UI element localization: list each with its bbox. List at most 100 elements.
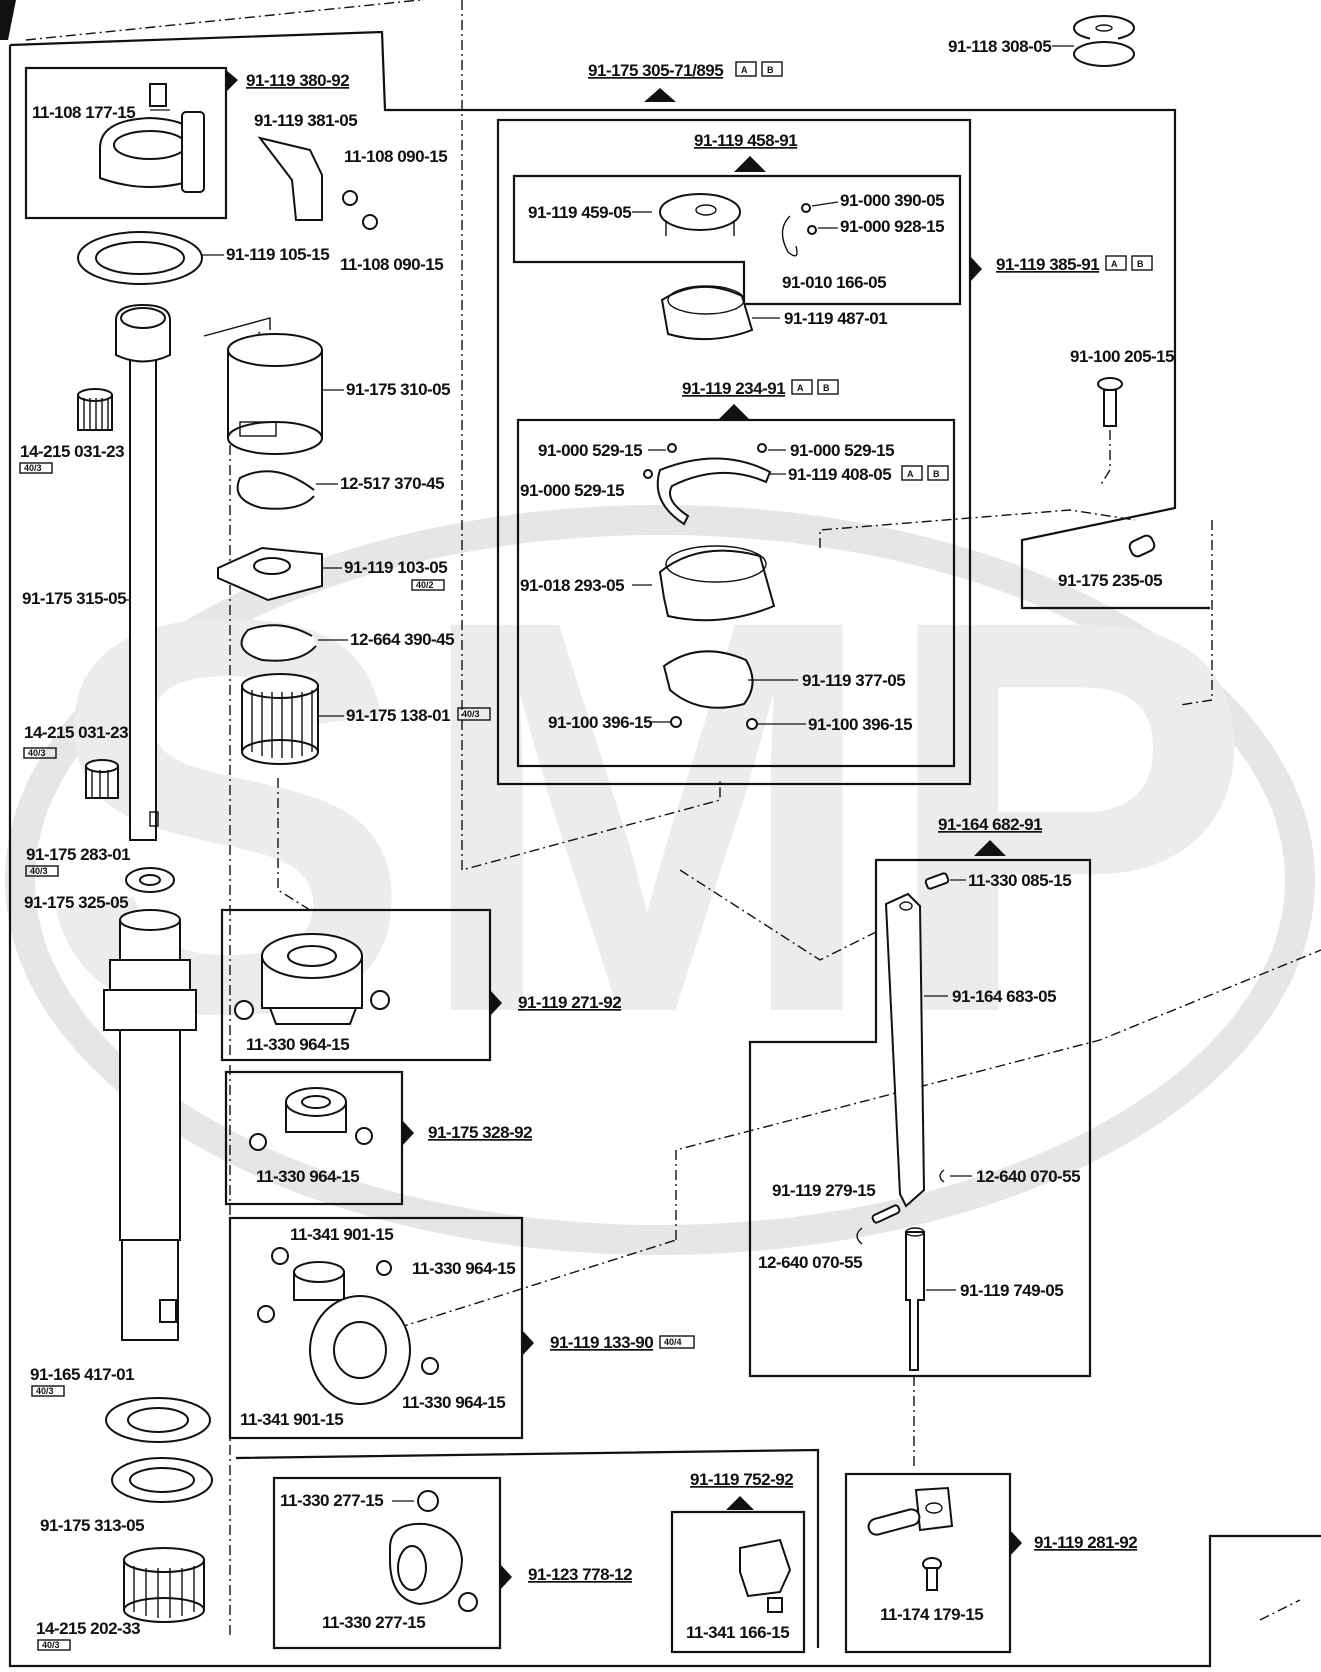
label-set-234-91: 91-119 234-91 — [682, 379, 785, 398]
tag-202-33: 40/3 — [42, 1640, 60, 1650]
label-11-341-901-15-a: 11-341 901-15 — [290, 1225, 393, 1244]
label-91-119-279-15: 91-119 279-15 — [772, 1181, 875, 1200]
label-set-281-92: 91-119 281-92 — [1034, 1533, 1137, 1552]
label-14-215-031-23-b: 14-215 031-23 — [24, 723, 128, 742]
label-91-000-529-15-c: 91-000 529-15 — [520, 481, 624, 500]
corner-mark — [0, 0, 16, 40]
label-11-330-277-15-a: 11-330 277-15 — [280, 1491, 383, 1510]
label-14-215-202-33: 14-215 202-33 — [36, 1619, 140, 1638]
tag-031-23-a: 40/3 — [24, 463, 42, 473]
part-91-175-315-05: 91-175 315-05 — [22, 303, 171, 841]
label-14-215-031-23-a: 14-215 031-23 — [20, 442, 124, 461]
part-91-119-105-15: 91-119 105-15 — [77, 231, 330, 285]
part-91-175-310-05: 91-175 310-05 — [203, 317, 451, 455]
label-set-752-92: 91-119 752-92 — [690, 1470, 793, 1489]
label-91-119-105-15: 91-119 105-15 — [226, 245, 329, 264]
part-91-119-487-01: 91-119 487-01 — [660, 285, 888, 341]
part-14-215-202-33: 14-215 202-33 40/3 — [36, 1547, 205, 1651]
part-91-100-205-15: 91-100 205-15 — [1070, 347, 1175, 487]
label-set-271-92: 91-119 271-92 — [518, 993, 621, 1012]
label-91-000-928-15: 91-000 928-15 — [840, 217, 944, 236]
label-91-100-396-15-a: 91-100 396-15 — [548, 713, 652, 732]
label-91-175-138-01: 91-175 138-01 — [346, 706, 450, 725]
label-91-164-683-05: 91-164 683-05 — [952, 987, 1056, 1006]
part-91-118-308-05: 91-118 308-05 — [948, 15, 1135, 67]
label-11-330-964-15-d: 11-330 964-15 — [402, 1393, 505, 1412]
label-91-175-315-05: 91-175 315-05 — [22, 589, 126, 608]
assembly-91-123-778-12: 91-123 778-12 11-330 277-15 11-330 277-1… — [272, 1476, 633, 1650]
label-11-174-179-15: 11-174 179-15 — [880, 1605, 983, 1624]
label-91-119-487-01: 91-119 487-01 — [784, 309, 887, 328]
assembly-91-119-281-92: 91-119 281-92 11-174 179-15 — [844, 1472, 1138, 1654]
label-91-119-381-05: 91-119 381-05 — [254, 111, 357, 130]
label-91-119-749-05: 91-119 749-05 — [960, 1281, 1063, 1300]
label-12-664-390-45: 12-664 390-45 — [350, 630, 454, 649]
assembly-91-119-271-92: 91-119 271-92 11-330 964-15 — [220, 908, 622, 1062]
label-11-330-085-15: 11-330 085-15 — [968, 871, 1071, 890]
assembly-91-175-328-92: 91-175 328-92 11-330 964-15 — [224, 1070, 533, 1206]
part-12-517-370-45: 12-517 370-45 — [236, 470, 445, 510]
label-11-108-177-15: 11-108 177-15 — [32, 103, 135, 122]
label-12-517-370-45: 12-517 370-45 — [340, 474, 444, 493]
tag-031-23-b: 40/3 — [28, 748, 46, 758]
part-14-215-031-23-a: 14-215 031-23 40/3 — [19, 388, 125, 474]
assembly-91-119-234-91: 91-119 234-91 A B 91-000 529-15 91-000 5… — [516, 379, 956, 768]
label-11-330-964-15-a: 11-330 964-15 — [246, 1035, 349, 1054]
label-91-119-459-05: 91-119 459-05 — [528, 203, 631, 222]
assembly-91-119-385-91: 91-119 385-91 A B — [496, 118, 1153, 786]
label-91-165-417-01: 91-165 417-01 — [30, 1365, 134, 1384]
label-11-330-277-15-b: 11-330 277-15 — [322, 1613, 425, 1632]
part-91-175-283-01: 91-175 283-01 40/3 — [25, 845, 175, 893]
label-12-640-070-55-a: 12-640 070-55 — [976, 1167, 1080, 1186]
tag-133-90: 40/4 — [664, 1337, 682, 1347]
assembly-91-119-380-92: 91-119 380-92 11-108 177-15 — [24, 66, 350, 220]
label-11-341-901-15-b: 11-341 901-15 — [240, 1410, 343, 1429]
tag-a-305: A — [741, 65, 748, 75]
label-11-330-964-15-b: 11-330 964-15 — [256, 1167, 359, 1186]
tag-283-01: 40/3 — [30, 866, 48, 876]
label-12-640-070-55-b: 12-640 070-55 — [758, 1253, 862, 1272]
part-91-119-381-05: 91-119 381-05 11-108 090-15 11-108 090-1… — [254, 111, 448, 274]
tag-b-305: B — [767, 65, 774, 75]
label-91-175-235-05: 91-175 235-05 — [1058, 571, 1162, 590]
part-91-165-417-01: 91-165 417-01 40/3 — [30, 1365, 211, 1443]
part-91-175-138-01: 91-175 138-01 40/3 — [241, 673, 491, 911]
assembly-91-119-133-90: 91-119 133-90 40/4 11-341 901-15 11-330 … — [228, 1216, 695, 1440]
part-14-215-031-23-b: 14-215 031-23 40/3 — [23, 723, 129, 799]
label-91-118-308-05: 91-118 308-05 — [948, 37, 1051, 56]
part-91-175-235-05: 91-175 235-05 — [1058, 534, 1163, 590]
label-91-018-293-05: 91-018 293-05 — [520, 576, 624, 595]
label-91-100-205-15: 91-100 205-15 — [1070, 347, 1174, 366]
assembly-91-119-752-92: 91-119 752-92 11-341 166-15 — [670, 1470, 806, 1654]
label-91-175-310-05: 91-175 310-05 — [346, 380, 450, 399]
label-91-000-529-15-a: 91-000 529-15 — [538, 441, 642, 460]
label-11-330-964-15-c: 11-330 964-15 — [412, 1259, 515, 1278]
assembly-91-175-305-71-895: 91-175 305-71/895 A B — [588, 61, 783, 102]
label-91-119-103-05: 91-119 103-05 — [344, 558, 447, 577]
label-set-778-12: 91-123 778-12 — [528, 1565, 632, 1584]
label-91-000-390-05: 91-000 390-05 — [840, 191, 944, 210]
label-set-380-92: 91-119 380-92 — [246, 71, 349, 90]
tag-417-01: 40/3 — [36, 1386, 54, 1396]
label-set-458-91: 91-119 458-91 — [694, 131, 797, 150]
part-91-175-313-05: 91-175 313-05 — [40, 1457, 213, 1535]
label-91-175-313-05: 91-175 313-05 — [40, 1516, 144, 1535]
label-set-133-90: 91-119 133-90 — [550, 1333, 653, 1352]
tag-a-385: A — [1111, 259, 1118, 269]
label-set-328-92: 91-175 328-92 — [428, 1123, 532, 1142]
label-91-010-166-05: 91-010 166-05 — [782, 273, 886, 292]
label-91-175-283-01: 91-175 283-01 — [26, 845, 130, 864]
tag-a-234: A — [797, 383, 804, 393]
frame-lines — [8, 0, 1321, 1668]
label-set-682-91: 91-164 682-91 — [938, 815, 1042, 834]
label-set-385-91: 91-119 385-91 — [996, 255, 1099, 274]
label-11-108-090-15-b: 11-108 090-15 — [340, 255, 443, 274]
assembly-91-119-458-91: 91-119 458-91 91-119 459-05 91-000 390-0… — [512, 131, 962, 306]
label-91-119-408-05: 91-119 408-05 — [788, 465, 891, 484]
tag-138-01: 40/3 — [462, 709, 480, 719]
assembly-91-164-682-91: 91-164 682-91 11-330 085-15 91-164 683-0… — [748, 815, 1092, 1470]
tag-b-385: B — [1137, 259, 1144, 269]
label-11-108-090-15-a: 11-108 090-15 — [344, 147, 447, 166]
